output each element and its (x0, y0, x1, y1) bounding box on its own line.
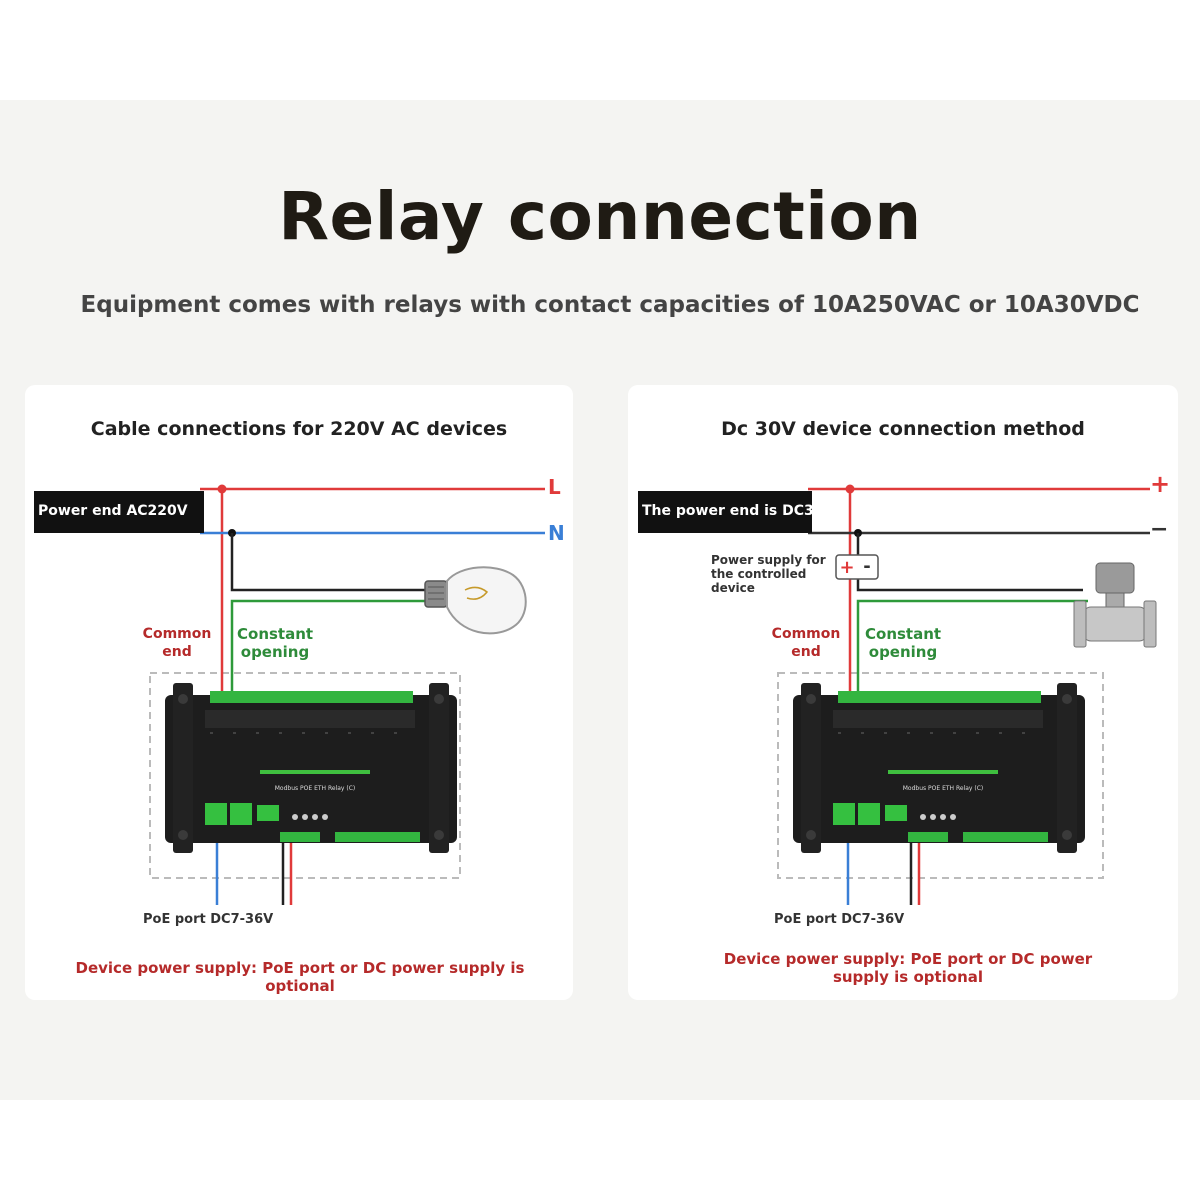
dc-wiring-diagram: + - Modbus POE ETH Relay (C) (777, 484, 1157, 905)
wire-n-label: N (548, 521, 565, 545)
dc-power-label: The power end is DC30V (638, 491, 834, 533)
ac-constant-opening-label: Constant opening (237, 625, 314, 661)
relay-module: Modbus POE ETH Relay (C) (165, 683, 457, 853)
supply-polarity-box (835, 554, 879, 580)
ac-poe-port-label: PoE port DC7-36V (143, 912, 274, 927)
supply-note-label: Power supply for the controlled device (711, 553, 826, 595)
wire-plus-label: + (1150, 470, 1171, 498)
svg-text:-: - (863, 556, 870, 577)
page-title: Relay connection (278, 178, 922, 255)
positive-junction (845, 484, 855, 494)
ac-footer-note: Device power supply: PoE port or DC powe… (75, 959, 525, 995)
svg-text:+: + (839, 557, 854, 578)
page-subtitle: Equipment comes with relays with contact… (80, 292, 1140, 318)
wire-minus-label: − (1150, 517, 1169, 542)
wire-l-label: L (548, 475, 561, 499)
ac-wiring-diagram: Modbus POE ETH Relay (C) (149, 484, 545, 905)
svg-text:Modbus POE ETH Relay (C): Modbus POE ETH Relay (C) (275, 785, 355, 792)
svg-text:Modbus POE ETH Relay (C): Modbus POE ETH Relay (C) (903, 785, 983, 792)
live-junction (217, 484, 227, 494)
solenoid-valve-icon (1073, 562, 1157, 648)
ac-power-label: Power end AC220V (34, 491, 204, 533)
dc-panel: Dc 30V device connection method + - (628, 385, 1178, 1000)
module-outline (149, 672, 461, 879)
ac-panel: Cable connections for 220V AC devices (25, 385, 573, 1000)
light-bulb-icon (424, 566, 527, 635)
ac-panel-title: Cable connections for 220V AC devices (90, 418, 508, 440)
dc-footer-note: Device power supply: PoE port or DC powe… (723, 950, 1093, 986)
no-wire (230, 599, 440, 695)
dc-panel-title: Dc 30V device connection method (721, 418, 1085, 440)
load-wire (230, 533, 425, 592)
module-outline (777, 672, 1104, 879)
ac-common-end-label: Common end (142, 626, 212, 660)
relay-module: Modbus POE ETH Relay (C) (793, 683, 1085, 853)
load-wire (856, 533, 1083, 592)
dc-constant-opening-label: Constant opening (865, 625, 942, 661)
dc-poe-port-label: PoE port DC7-36V (774, 912, 905, 927)
dc-common-end-label: Common end (771, 626, 841, 660)
no-wire (856, 599, 1088, 695)
